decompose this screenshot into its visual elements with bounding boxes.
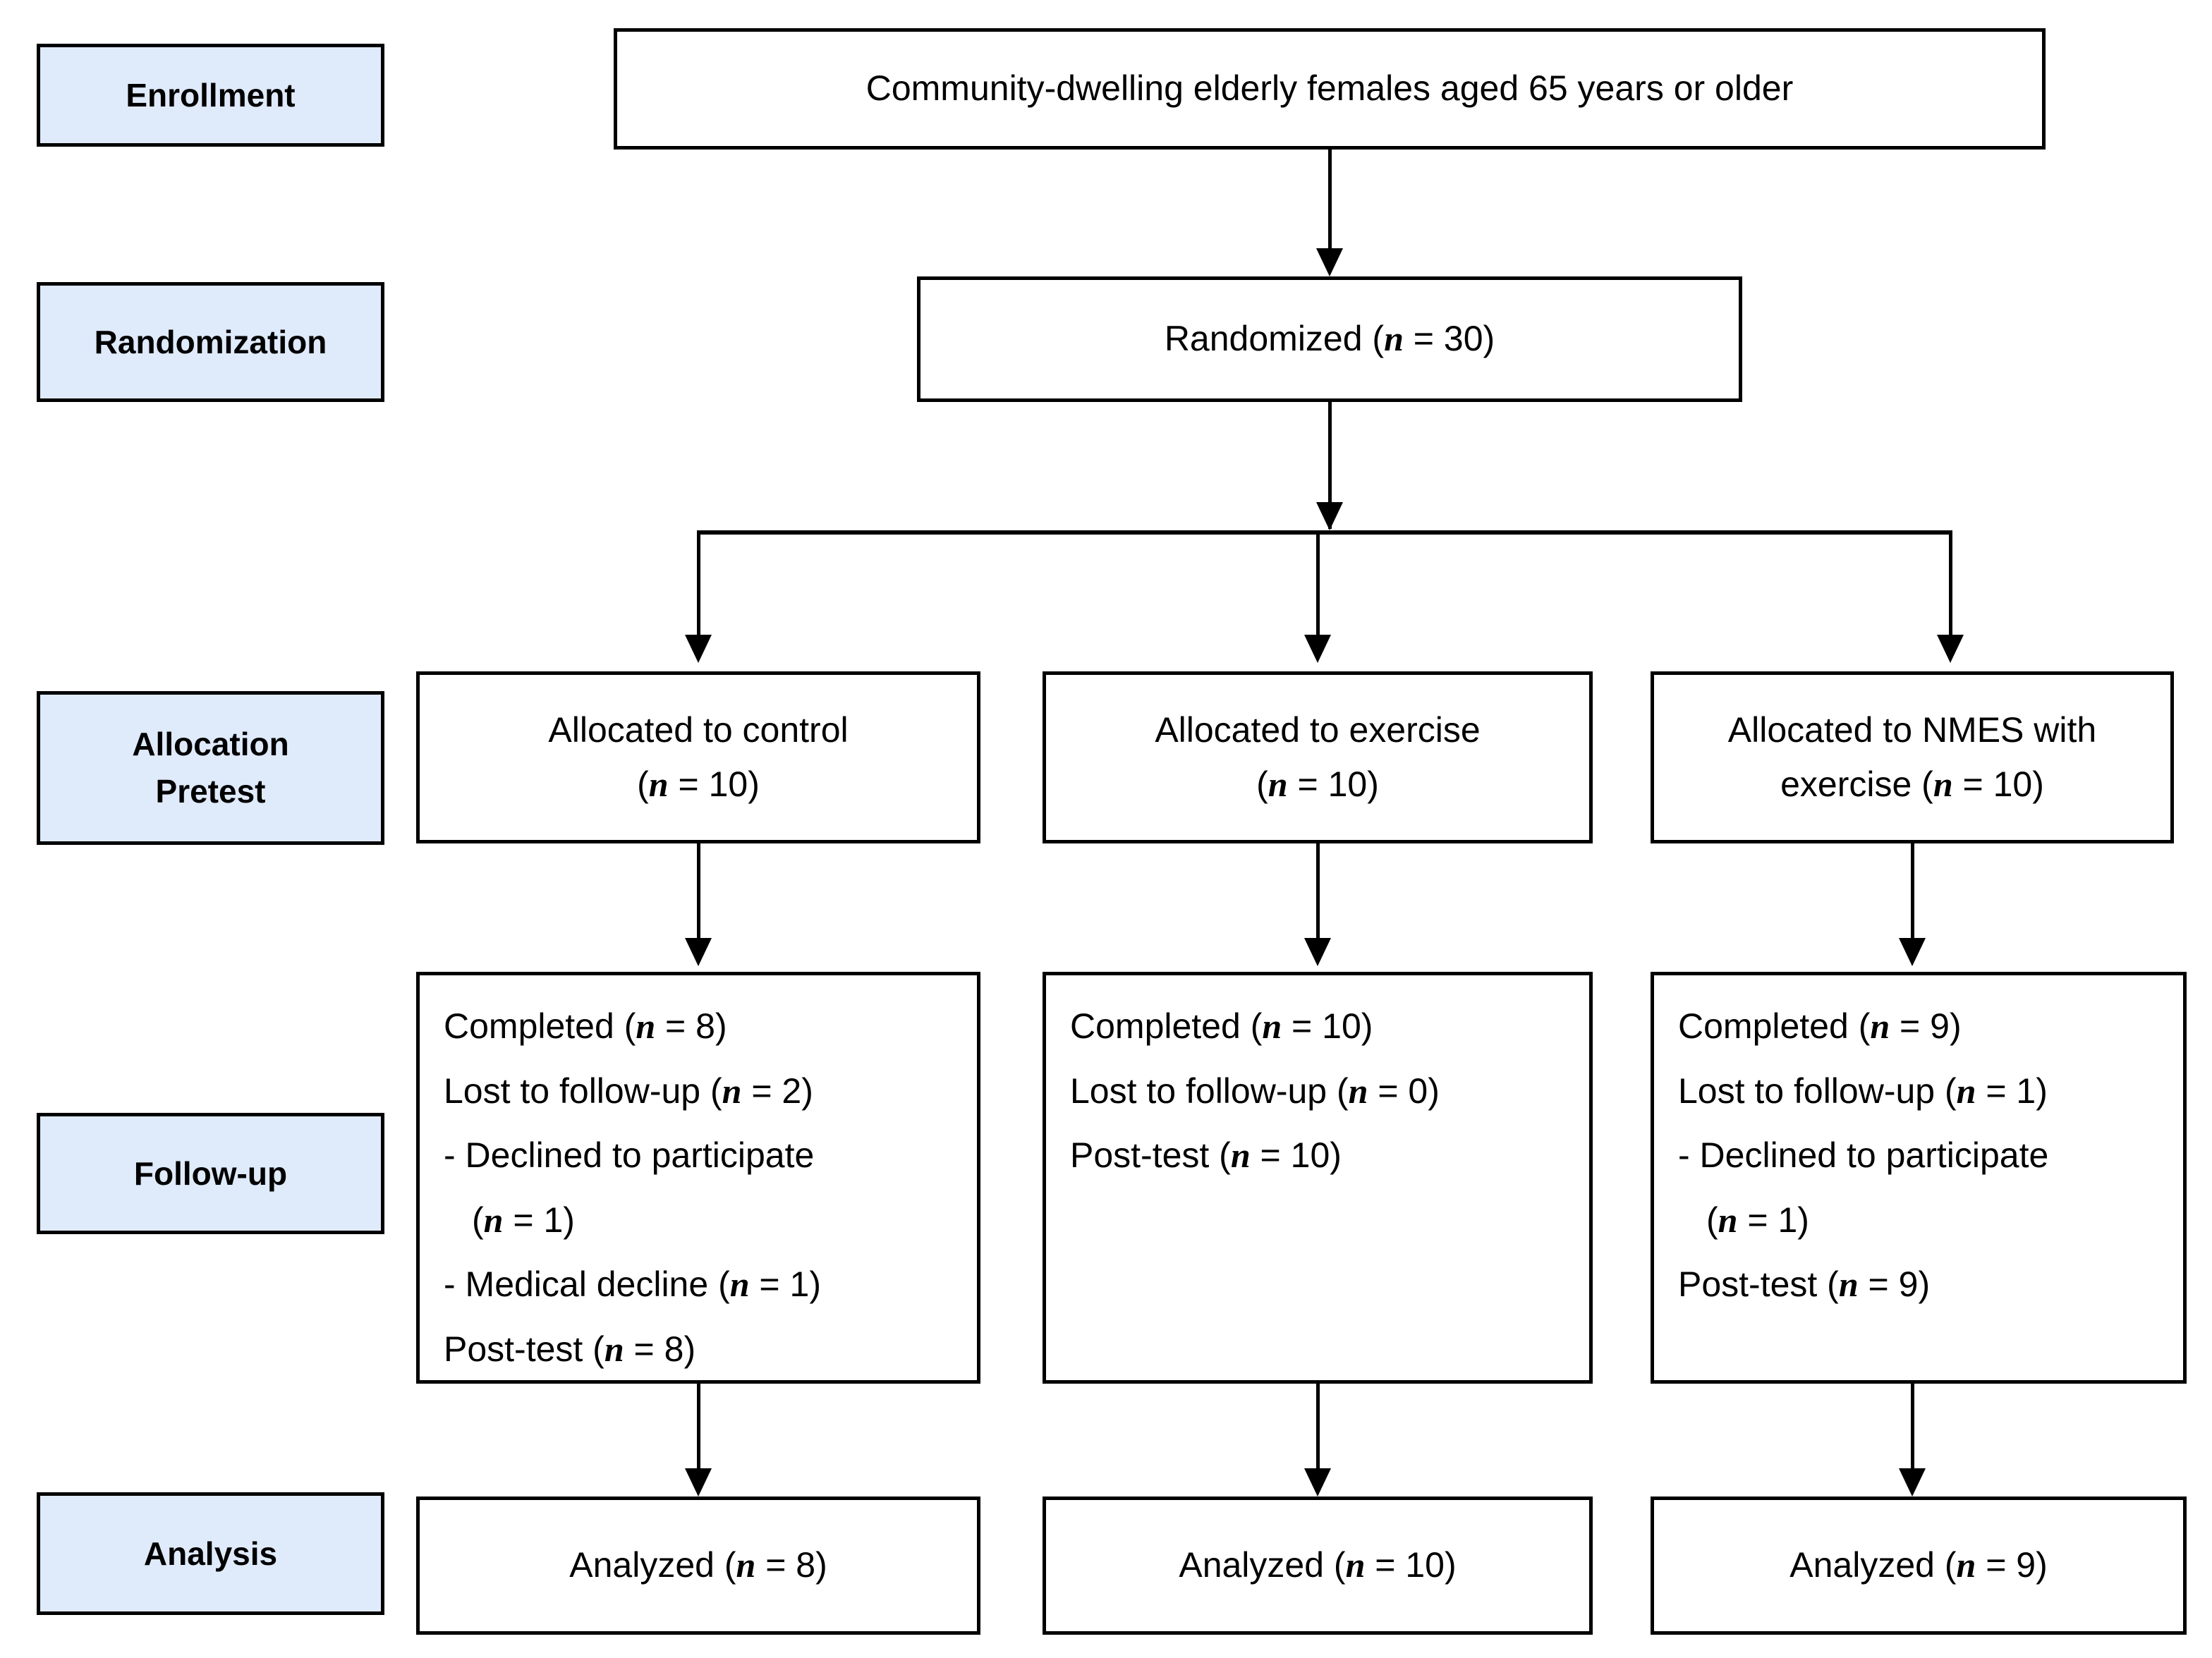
stage-label-allocation-line1: Allocation bbox=[132, 726, 289, 763]
arrowhead-control-followup-to-analysis bbox=[685, 1468, 712, 1497]
n-symbol: n bbox=[736, 1545, 756, 1585]
node-enrollment-text: Community-dwelling elderly females aged … bbox=[865, 68, 1794, 109]
connector-control-alloc-to-followup bbox=[697, 843, 700, 944]
node-allocation-control: Allocated to control (n = 10) bbox=[416, 671, 980, 843]
stage-label-randomization-text: Randomization bbox=[94, 323, 327, 360]
n-symbol: n bbox=[604, 1329, 624, 1369]
stage-label-randomization: Randomization bbox=[37, 282, 384, 402]
node-randomized-text: Randomized (n = 30) bbox=[1165, 312, 1495, 367]
n-symbol: n bbox=[1956, 1545, 1976, 1585]
stage-label-enrollment: Enrollment bbox=[37, 44, 384, 147]
split-bar-allocation bbox=[697, 530, 1952, 535]
node-analysis-exercise-text: Analyzed (n = 10) bbox=[1179, 1545, 1457, 1585]
followup-line: - Declined to participate bbox=[1678, 1135, 2049, 1175]
followup-line: Completed (n = 9) bbox=[1678, 1006, 1962, 1046]
node-allocation-control-line2: (n = 10) bbox=[637, 764, 760, 804]
connector-nmes-followup-to-analysis bbox=[1911, 1384, 1914, 1475]
followup-line: Completed (n = 10) bbox=[1070, 1006, 1373, 1046]
followup-line: Lost to follow-up (n = 1) bbox=[1678, 1071, 2048, 1111]
node-allocation-exercise-line2: (n = 10) bbox=[1256, 764, 1379, 804]
node-analysis-nmes-text: Analyzed (n = 9) bbox=[1789, 1545, 2048, 1585]
connector-split-to-nmes bbox=[1949, 530, 1952, 643]
followup-line: Post-test (n = 8) bbox=[444, 1329, 696, 1369]
n-symbol: n bbox=[1838, 1264, 1859, 1304]
stage-label-analysis-text: Analysis bbox=[143, 1535, 278, 1572]
connector-exercise-followup-to-analysis bbox=[1316, 1384, 1320, 1475]
followup-line: Lost to follow-up (n = 2) bbox=[444, 1071, 813, 1111]
n-symbol: n bbox=[1345, 1545, 1366, 1585]
arrowhead-nmes-followup-to-analysis bbox=[1899, 1468, 1926, 1497]
node-randomized-suffix: = 30) bbox=[1403, 319, 1495, 359]
arrowhead-randomized-to-split bbox=[1316, 502, 1343, 530]
arrowhead-exercise-alloc-to-followup bbox=[1304, 938, 1331, 966]
node-allocation-nmes: Allocated to NMES with exercise (n = 10) bbox=[1651, 671, 2174, 843]
node-allocation-nmes-line2: exercise (n = 10) bbox=[1780, 764, 2044, 804]
arrowhead-split-to-control bbox=[685, 635, 712, 663]
followup-line: - Declined to participate bbox=[444, 1135, 815, 1175]
arrowhead-exercise-followup-to-analysis bbox=[1304, 1468, 1331, 1497]
connector-enrollment-to-randomized bbox=[1328, 150, 1332, 254]
arrowhead-enrollment-to-randomized bbox=[1316, 248, 1343, 276]
node-allocation-exercise: Allocated to exercise (n = 10) bbox=[1043, 671, 1593, 843]
node-randomized-prefix: Randomized ( bbox=[1164, 319, 1385, 359]
connector-split-to-exercise bbox=[1316, 530, 1320, 643]
n-symbol: n bbox=[483, 1200, 504, 1240]
stage-label-followup-text: Follow-up bbox=[133, 1154, 288, 1192]
arrowhead-split-to-nmes bbox=[1937, 635, 1964, 663]
n-symbol: n bbox=[648, 764, 669, 804]
n-symbol: n bbox=[1956, 1071, 1976, 1111]
n-symbol: n bbox=[722, 1071, 742, 1111]
followup-line: (n = 1) bbox=[472, 1200, 575, 1240]
stage-label-followup: Follow-up bbox=[37, 1113, 384, 1234]
arrowhead-nmes-alloc-to-followup bbox=[1899, 938, 1926, 966]
n-symbol: n bbox=[1230, 1135, 1251, 1175]
connector-nmes-alloc-to-followup bbox=[1911, 843, 1914, 944]
node-enrollment: Community-dwelling elderly females aged … bbox=[614, 28, 2046, 150]
connector-exercise-alloc-to-followup bbox=[1316, 843, 1320, 944]
followup-line: Post-test (n = 9) bbox=[1678, 1264, 1931, 1304]
n-symbol: n bbox=[1348, 1071, 1368, 1111]
followup-line: - Medical decline (n = 1) bbox=[444, 1264, 821, 1304]
connector-control-followup-to-analysis bbox=[697, 1384, 700, 1475]
arrowhead-split-to-exercise bbox=[1304, 635, 1331, 663]
node-analysis-control-text: Analyzed (n = 8) bbox=[569, 1545, 827, 1585]
node-allocation-exercise-line1: Allocated to exercise bbox=[1155, 709, 1481, 750]
node-followup-nmes: Completed (n = 9) Lost to follow-up (n =… bbox=[1651, 972, 2187, 1384]
connector-randomized-to-split bbox=[1328, 402, 1332, 529]
followup-line: Completed (n = 8) bbox=[444, 1006, 727, 1046]
n-symbol: n bbox=[729, 1264, 750, 1304]
stage-label-enrollment-text: Enrollment bbox=[126, 76, 296, 114]
n-symbol: n bbox=[1933, 764, 1953, 804]
stage-label-analysis: Analysis bbox=[37, 1492, 384, 1615]
n-symbol: n bbox=[1718, 1200, 1738, 1240]
node-followup-control: Completed (n = 8) Lost to follow-up (n =… bbox=[416, 972, 980, 1384]
followup-line: (n = 1) bbox=[1706, 1200, 1809, 1240]
followup-line: Post-test (n = 10) bbox=[1070, 1135, 1342, 1175]
node-analysis-exercise: Analyzed (n = 10) bbox=[1043, 1497, 1593, 1635]
n-symbol: n bbox=[1262, 1006, 1282, 1046]
node-randomized: Randomized (n = 30) bbox=[917, 276, 1742, 402]
arrowhead-control-alloc-to-followup bbox=[685, 938, 712, 966]
node-allocation-nmes-line1: Allocated to NMES with bbox=[1727, 709, 2097, 750]
node-analysis-nmes: Analyzed (n = 9) bbox=[1651, 1497, 2187, 1635]
n-symbol: n bbox=[1870, 1006, 1890, 1046]
node-allocation-control-line1: Allocated to control bbox=[548, 709, 849, 750]
node-followup-exercise: Completed (n = 10) Lost to follow-up (n … bbox=[1043, 972, 1593, 1384]
followup-line: Lost to follow-up (n = 0) bbox=[1070, 1071, 1440, 1111]
n-symbol: n bbox=[1268, 764, 1288, 804]
stage-label-allocation: Allocation Pretest bbox=[37, 691, 384, 845]
stage-label-allocation-line2: Pretest bbox=[155, 773, 266, 810]
node-randomized-n-symbol: n bbox=[1384, 319, 1404, 359]
connector-split-to-control bbox=[697, 530, 700, 643]
node-analysis-control: Analyzed (n = 8) bbox=[416, 1497, 980, 1635]
n-symbol: n bbox=[636, 1006, 656, 1046]
